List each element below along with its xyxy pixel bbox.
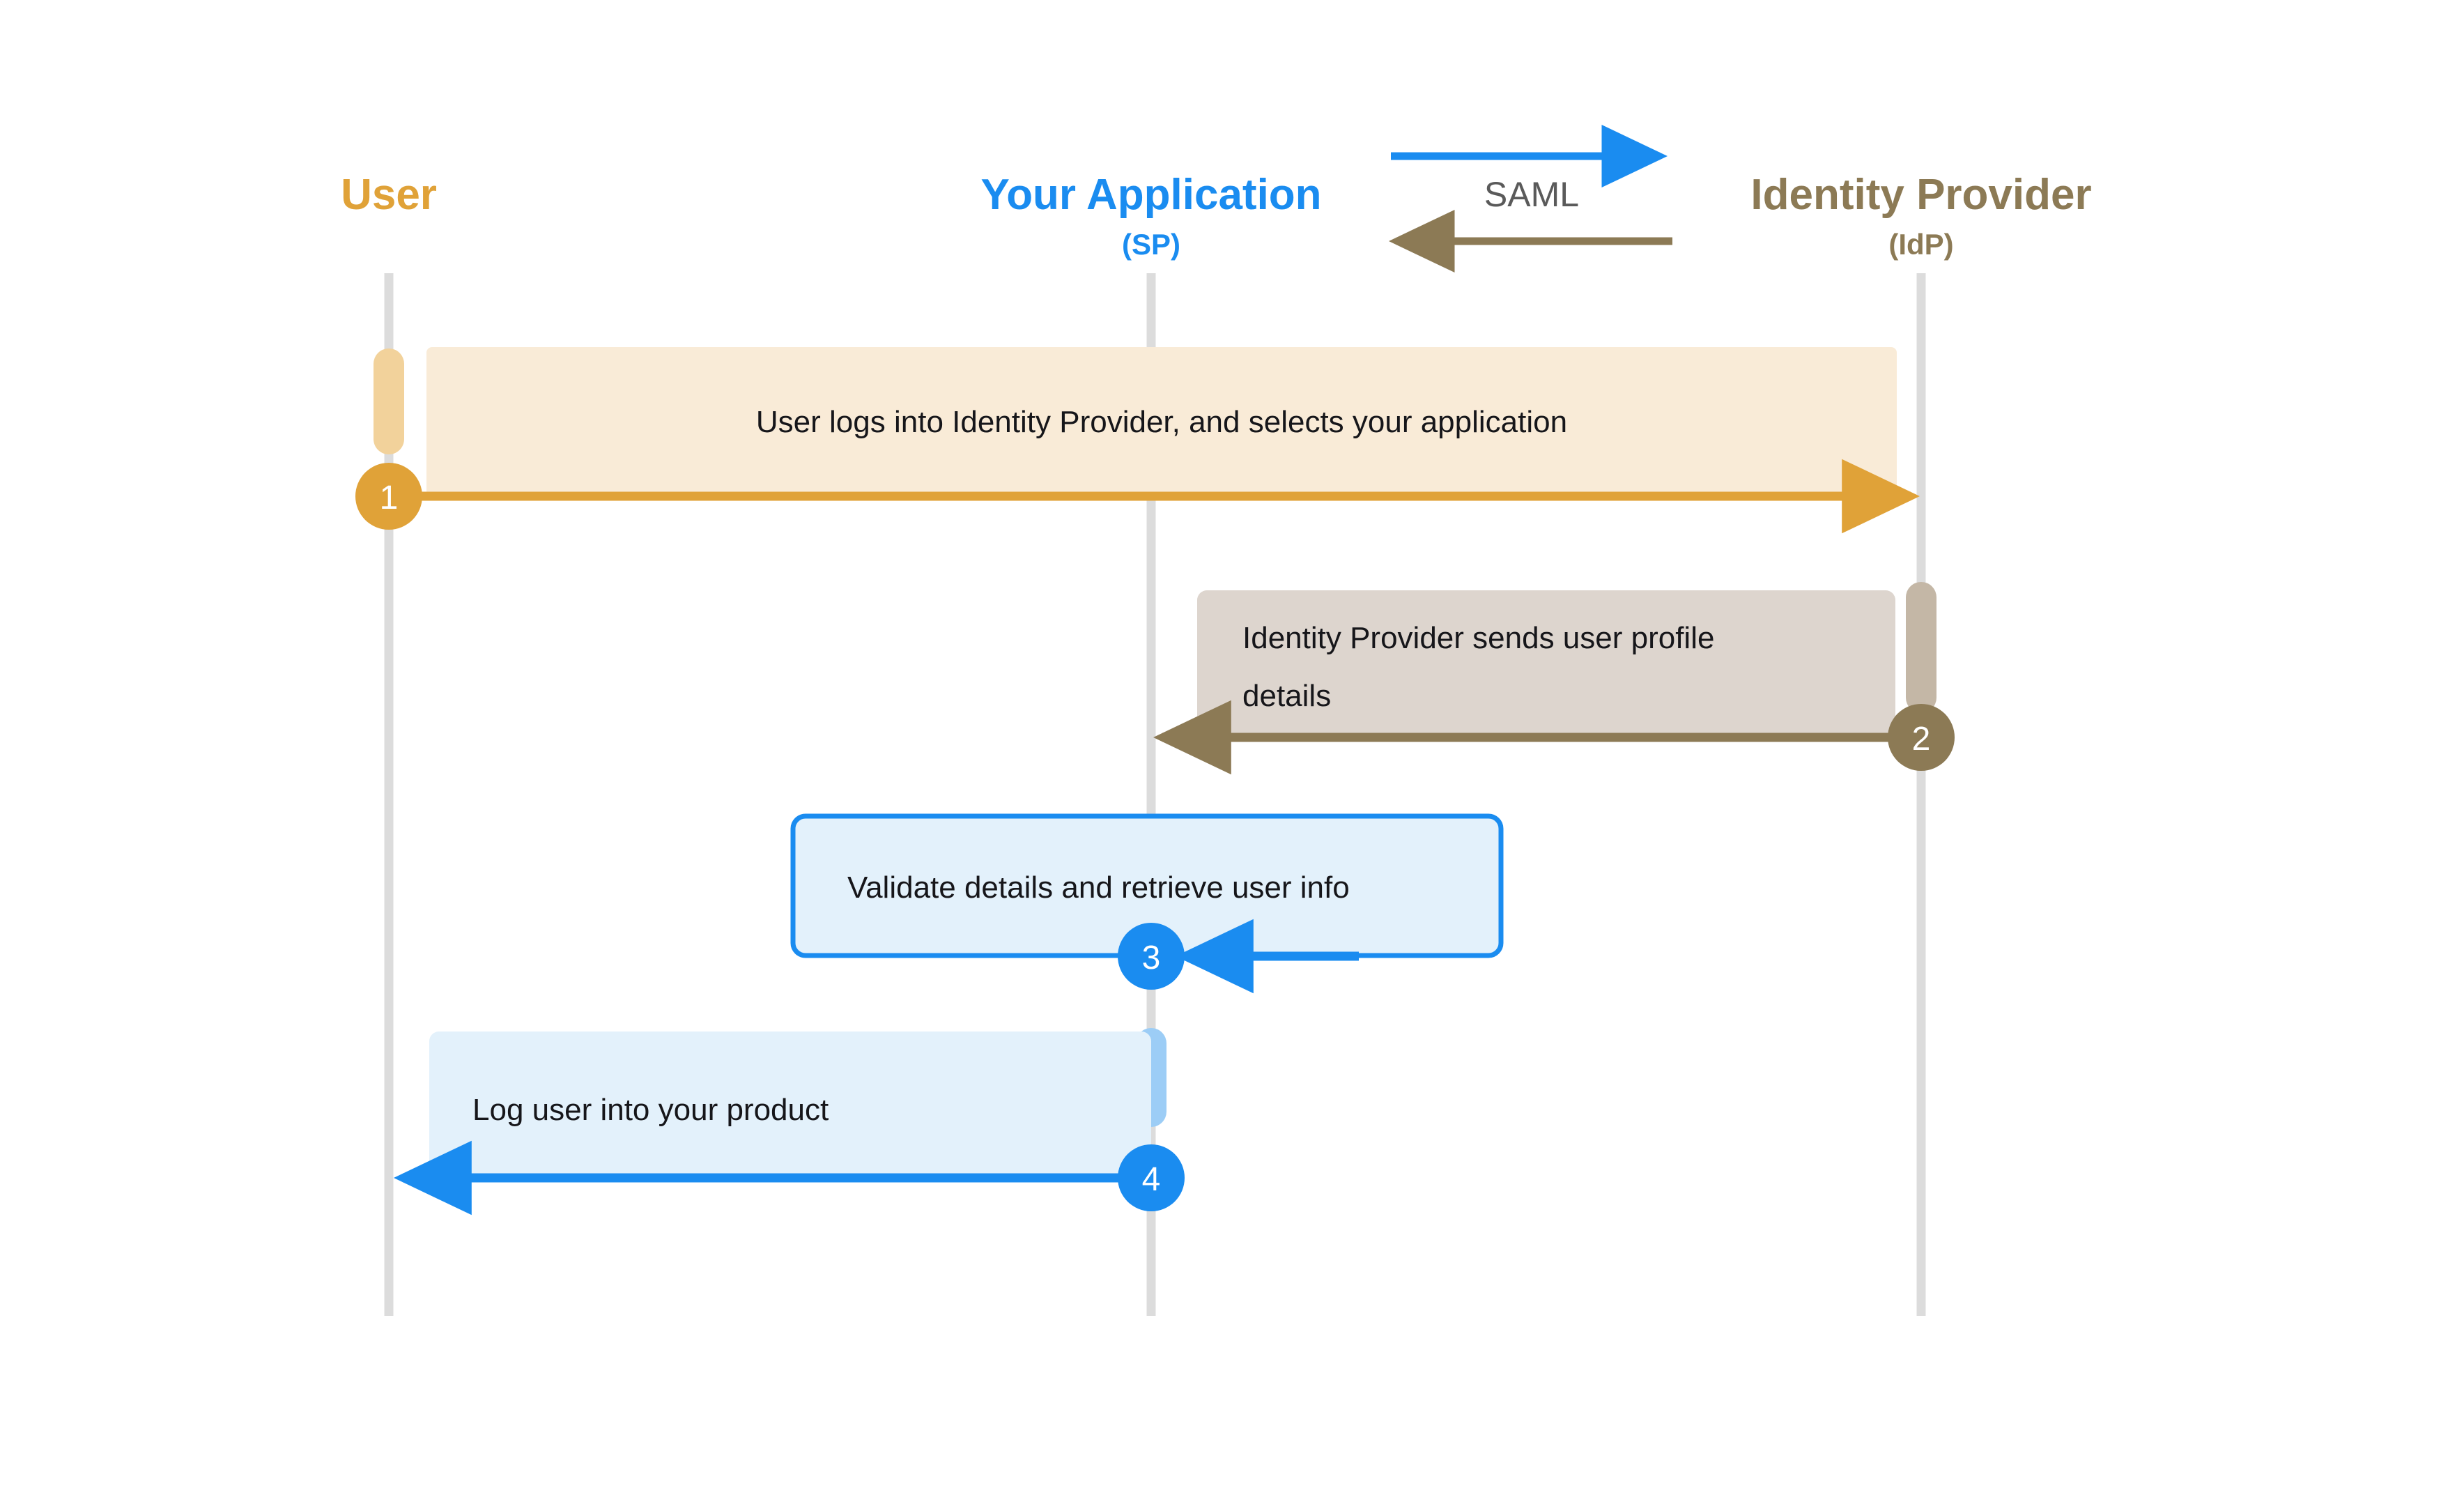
step-4-marker-circle[interactable] [1118,1144,1185,1211]
step-3-number: 3 [1142,939,1161,976]
step-2-marker-circle[interactable] [1888,704,1955,771]
actor-subtitle-idp: (IdP) [1888,228,1953,261]
activation-bar-idp-step2 [1906,582,1936,713]
step-1-marker-circle[interactable] [355,463,422,530]
step-1-label: User logs into Identity Provider, and se… [756,405,1567,439]
step-4-message-band [429,1031,1151,1178]
step-4-number: 4 [1142,1161,1161,1198]
step-1-group: User logs into Identity Provider, and se… [355,347,1920,534]
step-2-label-line-2: details [1242,679,1331,713]
actor-subtitle-sp: (SP) [1122,228,1180,261]
step-4-group: Log user into your product 4 [393,1031,1185,1215]
step-2-message-band [1197,590,1895,737]
step-3-marker-circle[interactable] [1118,923,1185,990]
actor-title-user: User [341,171,437,219]
actor-title-identity-provider: Identity Provider [1750,171,2091,219]
step-2-group: Identity Provider sends user profile det… [1153,590,1955,775]
step-1-number: 1 [380,480,399,516]
step-1-message-band [426,347,1897,496]
saml-protocol-label: SAML [1484,175,1579,214]
step-2-label-line-1: Identity Provider sends user profile [1242,621,1714,655]
actor-title-your-application: Your Application [980,171,1321,219]
step-3-label: Validate details and retrieve user info [847,870,1350,905]
step-3-group: Validate details and retrieve user info … [790,813,1504,994]
activation-bar-user-step1 [374,348,404,454]
step-4-label: Log user into your product [472,1093,829,1127]
step-2-number: 2 [1912,721,1931,758]
